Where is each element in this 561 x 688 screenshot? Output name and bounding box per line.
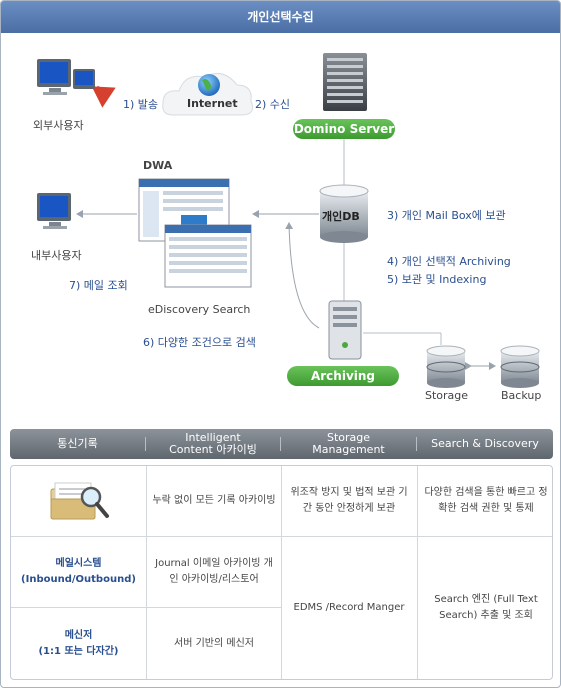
archiving-server-badge: Archiving Server [287,366,399,403]
domino-server-badge: Domino Server [293,119,395,139]
cell-secure-storage: 위조작 방지 및 법적 보관 기간 동안 안정하게 보관 [290,487,408,514]
monitor-icon [37,59,95,95]
external-user-label: 외부사용자 [33,119,84,132]
disk-stack-icon [426,345,466,388]
step-search-label: 6) 다양한 조건으로 검색 [143,336,256,349]
column-divider [417,466,418,679]
step-indexing-label: 5) 보관 및 Indexing [387,273,487,286]
personal-db-label: 개인DB [322,210,360,223]
mail-system-sub: (Inbound/Outbound) [21,574,136,585]
header-divider [416,437,417,451]
send-arrow [91,85,116,108]
column-divider [281,466,282,679]
header-intelligent-content: Intelligent Content 아카이빙 [169,431,257,456]
step-receive-label: 2) 수신 [255,98,291,111]
architecture-diagram: 외부사용자 1) 발송 Internet 2) 수신 Domino Server… [1,33,561,421]
globe-icon [162,72,254,116]
cell-fast-search: 다양한 검색을 통한 빠르고 정확한 검색 권한 및 통제 [424,487,548,514]
step-send-label: 1) 발송 [123,98,159,111]
header-divider [280,437,281,451]
folder-magnifier-icon [50,482,109,520]
internet-label: Internet [187,97,238,110]
row-divider [11,607,281,608]
disk-stack-icon [500,345,540,388]
backup-label: Backup [501,389,542,402]
table-body: 누락 없이 모든 기록 아카이빙 위조작 방지 및 법적 보관 기간 동안 안정… [10,465,553,680]
header-comm-records: 통신기록 [57,437,98,450]
server-rack-icon [328,300,362,360]
feature-table: 통신기록 Intelligent Content 아카이빙 Storage Ma… [10,429,553,680]
header-divider [145,437,146,451]
cell-mail-system: 메일시스템 (Inbound/Outbound) [11,537,146,607]
mail-system-label: 메일시스템 [55,558,102,569]
archive-illustration [11,466,146,536]
page-title: 개인선택수집 [1,1,560,33]
step-mailbox-label: 3) 개인 Mail Box에 보관 [387,209,506,222]
cell-server-messenger: 서버 기반의 메신저 [174,637,254,649]
browser-window-icon [164,224,252,288]
server-rack-icon [323,53,367,111]
step-archiving-label: 4) 개인 선택적 Archiving [387,255,511,268]
cell-search-engine: Search 엔진 (Full Text Search) 추출 및 조회 [434,594,538,621]
header-storage-management: Storage Management [312,431,385,456]
database-icon [319,184,369,243]
cell-archive-all: 누락 없이 모든 기록 아카이빙 [152,495,276,506]
search-arrow [285,222,320,329]
cell-edms: EDMS /Record Manger [293,602,405,613]
step-view-label: 7) 메일 조회 [69,279,128,292]
storage-label: Storage [425,389,469,402]
diagram-graphics [37,53,540,388]
cell-journal-archiving: Journal 이메일 아카이빙 개인 아카이빙/리스토어 [155,558,273,585]
dwa-label: DWA [143,159,173,172]
header-search-discovery: Search & Discovery [431,437,539,450]
table-header: 통신기록 Intelligent Content 아카이빙 Storage Ma… [10,429,553,459]
ediscovery-label: eDiscovery Search [148,303,251,316]
row-divider [11,536,552,537]
internal-user-label: 내부사용자 [31,249,82,262]
messenger-sub: (1:1 또는 다자간) [38,645,119,657]
cell-messenger: 메신저 (1:1 또는 다자간) [11,608,146,679]
column-divider [146,466,147,679]
monitor-icon [37,193,71,229]
messenger-label: 메신저 [64,629,93,641]
